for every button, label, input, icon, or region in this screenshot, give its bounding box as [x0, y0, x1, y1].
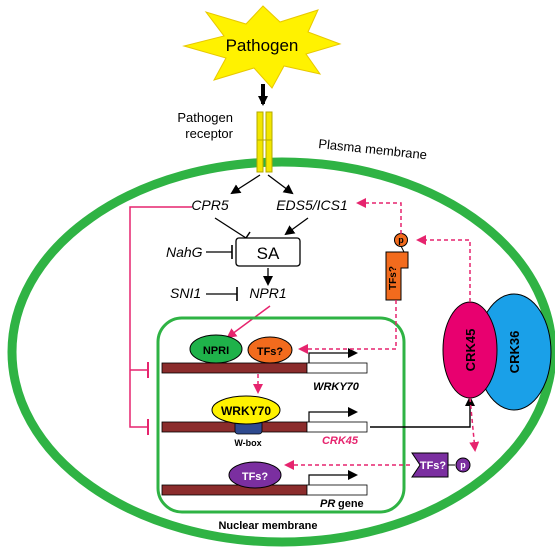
npri-protein — [189, 334, 243, 364]
pathogen-label: Pathogen — [226, 36, 299, 55]
w-box-label: W-box — [234, 438, 261, 448]
npri-label: NPRI — [203, 345, 229, 357]
plasma-membrane — [7, 157, 555, 547]
arrow-to-cpr5 — [230, 174, 261, 195]
cpr5-repression-line — [129, 206, 192, 428]
nahg-label: NahG — [166, 244, 203, 260]
pathogen-receptor — [256, 111, 273, 173]
sa-box — [235, 237, 301, 267]
sni1-label: SNI1 — [170, 285, 201, 301]
orange-to-eds5 — [356, 198, 402, 234]
crk45-phosphorylates-purple — [469, 397, 480, 452]
tfs-purple-protein — [411, 452, 449, 478]
eds5-ics1-label: EDS5/ICS1 — [276, 197, 348, 213]
dna-wrky70 — [161, 362, 308, 374]
wrky70-protein-label: WRKY70 — [221, 404, 271, 418]
nuclear-membrane-label: Nuclear membrane — [218, 520, 317, 532]
pr-coding-region — [306, 484, 368, 496]
pathogen-starburst — [182, 5, 342, 89]
npr1-label: NPR1 — [249, 285, 286, 301]
tfs-orange-label: TFs? — [388, 266, 399, 290]
cpr5-inhibit-sa — [214, 217, 247, 239]
tfs-purple-label: TFs? — [420, 460, 447, 472]
pr-gene-label: PR — [320, 498, 335, 510]
arrow-to-eds5 — [267, 174, 294, 195]
tfs-bottom-protein — [228, 461, 282, 489]
nuclear-membrane — [156, 316, 406, 514]
wrky70-tss-arrow — [308, 348, 358, 363]
purple-phospho — [455, 457, 471, 473]
wrky70-coding-region — [306, 362, 368, 374]
cpr5-label: CPR5 — [191, 197, 229, 213]
receptor-label-line1: Pathogen — [177, 110, 233, 125]
eds5-to-sa — [284, 217, 309, 236]
tfs-orange-protein — [385, 251, 409, 301]
plasma-membrane-label: Plasma membrane — [318, 136, 428, 162]
crk45-to-kinase — [370, 396, 475, 428]
crk45-coding-region — [306, 421, 368, 433]
tfs-top-protein — [247, 336, 293, 364]
crk45-kinase-label: CRK45 — [463, 329, 478, 372]
tfs-bottom-label: TFs? — [242, 471, 269, 483]
wrky70-gene-label: WRKY70 — [313, 381, 360, 393]
pr-gene-suffix: gene — [338, 498, 364, 510]
purple-phospho-label: p — [460, 460, 466, 470]
receptor-label-line2: receptor — [185, 126, 233, 141]
orange-phospho-label: p — [398, 235, 404, 245]
crk45-phosphorylates-orange — [416, 235, 471, 302]
npr1-to-nucleus — [226, 305, 271, 339]
orange-to-nucleus — [298, 300, 397, 354]
orange-phospho-link — [400, 245, 405, 253]
wrky70-protein — [211, 395, 281, 425]
sa-label: SA — [257, 244, 280, 263]
dna-pr — [161, 484, 308, 496]
tfs-top-label: TFs? — [257, 346, 284, 358]
crk45-gene-label: CRK45 — [322, 435, 359, 447]
crk45-tss-arrow — [308, 407, 358, 422]
pr-tss-arrow — [308, 470, 358, 485]
crk36-label: CRK36 — [507, 331, 522, 374]
